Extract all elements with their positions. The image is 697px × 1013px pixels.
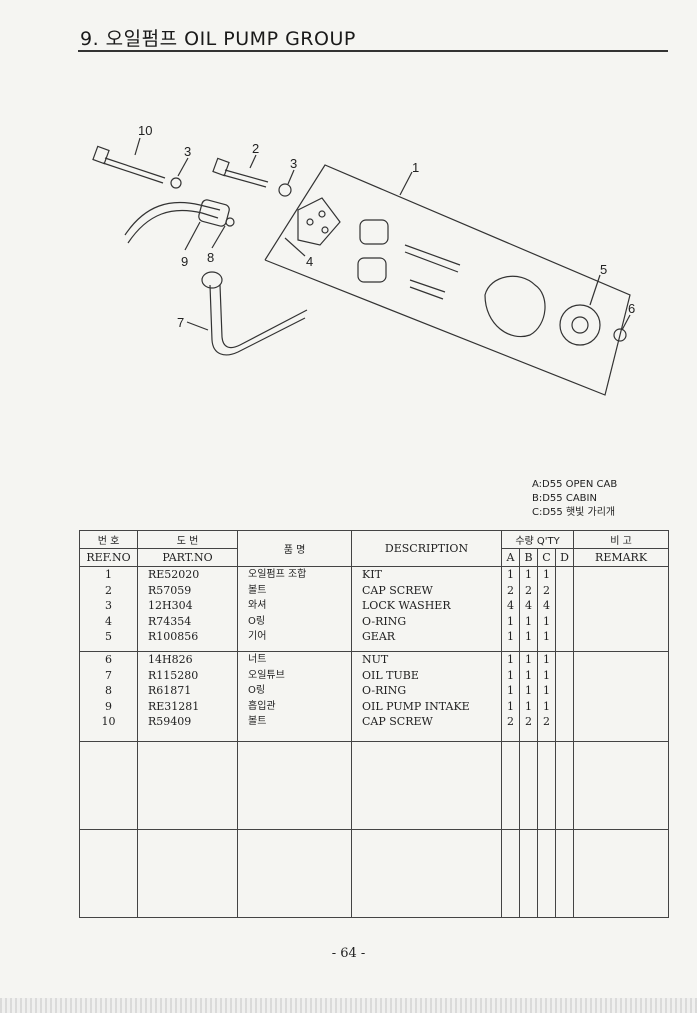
callout-6: 6: [628, 301, 635, 316]
qty-d-list-2: [554, 651, 575, 742]
pump-shaft-icon: [404, 244, 461, 273]
oil-tube-7-icon: [209, 284, 308, 356]
scan-edge: [0, 998, 697, 1013]
header-remark-ko: 비 고: [573, 530, 670, 549]
bolt-10-icon: [92, 145, 166, 184]
table-row-group-2: 6 7 8 9 10 14H826 R115280 R61871 RE31281…: [79, 651, 670, 742]
page-title: 9. 오일펌프 OIL PUMP GROUP: [80, 28, 356, 50]
callout-3a: 3: [184, 144, 191, 159]
header-name-ko: 품 명: [237, 530, 352, 567]
remark-cell-1: [573, 566, 670, 652]
header-qty: 수량 Q'TY: [500, 530, 575, 549]
callout-1: 1: [412, 160, 419, 175]
legend-c: C:D55 햇빛 가리개: [532, 507, 616, 518]
qty-b-list-2: 1 1 1 1 2: [519, 651, 538, 742]
callout-9: 9: [181, 254, 188, 269]
header-ref-en: REF.NO: [79, 548, 138, 567]
part-list-2: 14H826 R115280 R61871 RE31281 R59409: [137, 651, 238, 742]
table-row-empty-2: [79, 829, 670, 918]
callout-2: 2: [252, 141, 259, 156]
o-ring-8-icon: [225, 217, 235, 227]
callout-8: 8: [207, 250, 214, 265]
header-qty-b: B: [519, 548, 538, 567]
header-qty-a: A: [501, 548, 520, 567]
desc-list-1: KIT CAP SCREW LOCK WASHER O-RING GEAR: [351, 566, 502, 652]
header-qty-c: C: [537, 548, 556, 567]
exploded-parts-diagram: 10 3 2 3 1 9 8 4 7 5 6: [92, 123, 635, 396]
header-description: DESCRIPTION: [351, 530, 502, 567]
qty-b-list-1: 1 2 4 1 1: [519, 566, 538, 652]
header-part-en: PART.NO: [137, 548, 238, 567]
callout-4: 4: [306, 254, 313, 269]
part-list-1: RE52020 R57059 12H304 R74354 R100856: [137, 566, 238, 652]
bolt-2-icon: [212, 157, 269, 188]
parts-table: 번 호 도 번 품 명 DESCRIPTION 수량 Q'TY 비 고 REF.…: [79, 530, 670, 918]
kit-outline: [264, 164, 631, 396]
header-ref-ko: 번 호: [79, 530, 138, 549]
nut-6-icon: [613, 328, 627, 342]
qty-d-list-1: [554, 566, 575, 652]
pump-gears-icon: [357, 219, 389, 283]
callout-5: 5: [600, 262, 607, 277]
remark-cell-2: [573, 651, 670, 742]
header-remark-en: REMARK: [573, 548, 670, 567]
name-list-1: 오일펌프 조합 볼트 와셔 O링 기어: [237, 566, 352, 652]
page-number: - 64 -: [331, 946, 366, 961]
model-legend: A:D55 OPEN CAB B:D55 CABIN C:D55 햇빛 가리개: [532, 478, 617, 520]
header-qty-d: D: [554, 548, 575, 567]
desc-list-2: NUT OIL TUBE O-RING OIL PUMP INTAKE CAP …: [351, 651, 502, 742]
qty-c-list-2: 1 1 1 1 2: [537, 651, 556, 742]
header-part-ko: 도 번: [137, 530, 238, 549]
drive-gear-5-icon: [559, 304, 601, 346]
oil-intake-9-icon: [124, 201, 221, 244]
title-divider: [78, 50, 668, 52]
pump-housing-icon: [484, 275, 546, 338]
name-list-2: 너트 오일튜브 O링 흡입관 볼트: [237, 651, 352, 742]
ref-list-2: 6 7 8 9 10: [79, 651, 138, 742]
legend-b: B:D55 CABIN: [532, 493, 597, 504]
washer-3b-icon: [278, 183, 292, 197]
washer-3a-icon: [170, 177, 182, 189]
qty-a-list-1: 1 2 4 1 1: [501, 566, 520, 652]
qty-c-list-1: 1 2 4 1 1: [537, 566, 556, 652]
qty-a-list-2: 1 1 1 1 2: [501, 651, 520, 742]
legend-a: A:D55 OPEN CAB: [532, 479, 618, 490]
table-row-group-1: 1 2 3 4 5 RE52020 R57059 12H304 R74354 R…: [79, 566, 670, 652]
pump-cover-icon: [297, 197, 341, 246]
callout-7: 7: [177, 315, 184, 330]
callout-10: 10: [138, 123, 152, 138]
callout-3b: 3: [290, 156, 297, 171]
table-row-empty-1: [79, 741, 670, 830]
ref-list-1: 1 2 3 4 5: [79, 566, 138, 652]
